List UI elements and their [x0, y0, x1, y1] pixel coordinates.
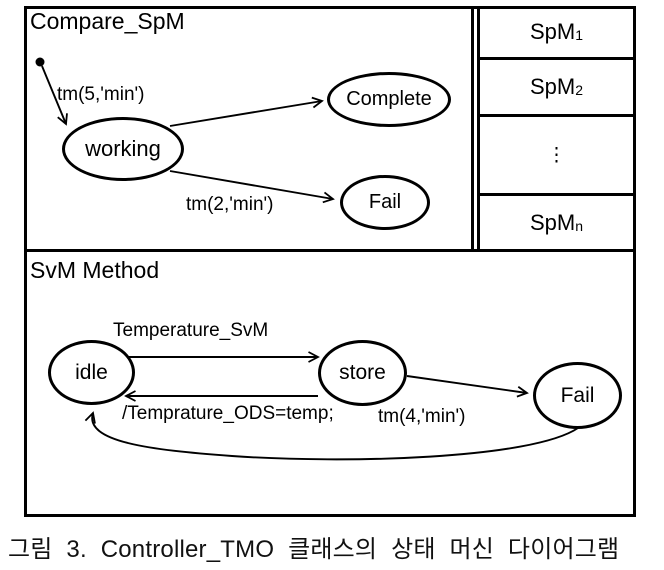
state-fail-top-label: Fail	[368, 191, 402, 213]
spmn-label: SpM	[529, 209, 576, 235]
state-working-label: working	[85, 136, 161, 161]
transition-fail-to-idle	[84, 411, 579, 461]
transition-store-to-fail	[406, 375, 529, 398]
compare-box-title: Compare_SpM	[30, 8, 185, 34]
svm-box-title: SvM Method	[30, 257, 160, 283]
compare-box-right-border	[471, 6, 474, 249]
state-store-label: store	[339, 361, 386, 384]
state-store: store	[318, 340, 407, 406]
label-tm2-min: tm(2,'min')	[186, 194, 274, 215]
state-fail-bottom: Fail	[533, 362, 622, 429]
spm-table-row: ⋮	[480, 117, 633, 196]
label-temperature-svm: Temperature_SvM	[113, 320, 269, 341]
transition-initial-to-working	[41, 65, 68, 126]
transition-working-to-fail	[169, 170, 335, 204]
label-temprature-ods: /Temprature_ODS=temp;	[122, 403, 334, 424]
state-idle-label: idle	[75, 360, 108, 384]
spm-ellipsis: ⋮	[547, 144, 566, 166]
state-complete: Complete	[327, 72, 451, 127]
state-fail-top: Fail	[340, 175, 430, 230]
state-idle: idle	[48, 340, 135, 405]
state-fail-bottom-label: Fail	[560, 383, 595, 407]
state-complete-label: Complete	[346, 88, 432, 110]
label-tm5-min: tm(5,'min')	[57, 84, 145, 105]
initial-state-dot	[35, 57, 45, 67]
spm2-label: SpM	[529, 74, 576, 99]
section-divider	[24, 249, 636, 252]
transition-working-to-complete	[169, 96, 324, 127]
state-working: working	[62, 117, 184, 181]
figure-caption: 그림 3. Controller_TMO 클래스의 상태 머신 다이어그램	[8, 536, 620, 563]
label-tm4-min: tm(4,'min')	[378, 406, 466, 427]
spm1-label: SpM	[529, 18, 576, 44]
